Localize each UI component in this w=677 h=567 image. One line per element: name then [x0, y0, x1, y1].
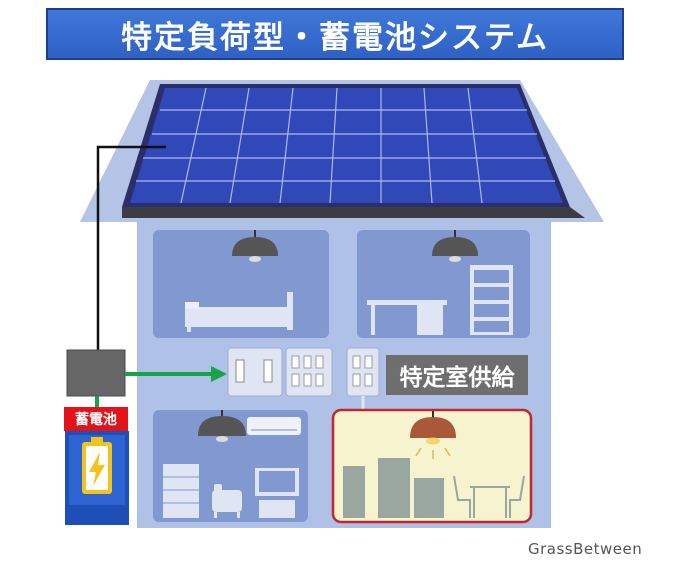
- ceiling-lamp-icon: [432, 230, 478, 262]
- battery-label: 蓄電池: [64, 407, 128, 431]
- page-title: 特定負荷型・蓄電池システム: [120, 19, 550, 56]
- supply-arrow: [125, 366, 227, 382]
- tv-icon: [255, 468, 299, 518]
- room-study: [357, 230, 530, 338]
- solar-panel: [122, 84, 585, 218]
- battery-unit: [65, 431, 129, 525]
- battery-icon: [82, 437, 112, 494]
- desk-icon: [367, 300, 447, 335]
- room-bedroom: [153, 230, 329, 338]
- cabinet-icon: [163, 464, 199, 518]
- dining-set-icon: [453, 475, 525, 518]
- bed-icon: [185, 292, 293, 332]
- kitchen-cabinet-icon: [343, 458, 444, 518]
- ceiling-lamp-icon: [232, 230, 278, 262]
- room-kitchen-highlighted: [331, 408, 533, 524]
- air-conditioner-icon: [247, 417, 301, 435]
- title-banner: 特定負荷型・蓄電池システム: [46, 8, 624, 60]
- supply-label: 特定室供給: [386, 355, 528, 395]
- room-living: [153, 410, 308, 522]
- bookshelf-icon: [470, 265, 513, 335]
- distribution-board: [227, 347, 380, 410]
- ceiling-lamp-icon: [198, 410, 246, 442]
- lit-ceiling-lamp-icon: [410, 411, 456, 459]
- credit-text: GrassBetween: [528, 540, 643, 558]
- armchair-icon: [212, 484, 242, 518]
- power-conditioner: [66, 349, 126, 397]
- panel-wire: [96, 145, 166, 352]
